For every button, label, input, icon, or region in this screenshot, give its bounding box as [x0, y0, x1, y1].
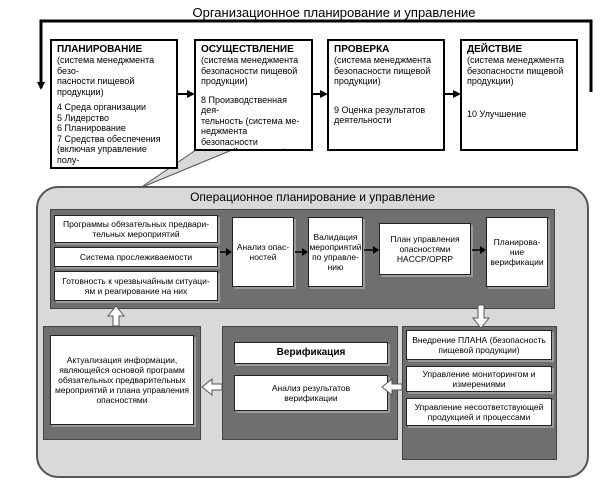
- check-heading: ПРОВЕРКА: [334, 44, 390, 55]
- cycle-arrow-top: [37, 19, 593, 92]
- validation-box: Валидация мероприятий по управле- нию: [308, 217, 363, 287]
- update-information-box: Актуализация информации, являющейся осно…: [50, 335, 194, 425]
- plan-subtitle: (система менеджмента безо- пасности пище…: [57, 55, 155, 97]
- act-subtitle: (система менеджмента безопасности пищево…: [467, 55, 565, 86]
- nonconformity-control-box: Управление несоответствующей продукцией …: [406, 398, 552, 426]
- do-box: ОСУЩЕСТВЛЕНИЕ (система менеджмента безоп…: [194, 39, 313, 151]
- verification-planning-box: Планирова- ние верификации: [486, 217, 548, 287]
- act-items: 10 Улучшение: [467, 108, 527, 119]
- do-heading: ОСУЩЕСТВЛЕНИЕ: [201, 44, 294, 55]
- prerequisite-programs-box: Программы обязательных предвари- тельных…: [54, 215, 218, 243]
- do-items: 8 Производственная дея- тельность (систе…: [201, 94, 300, 150]
- traceability-box: Система прослеживаемости: [54, 247, 218, 267]
- check-box: ПРОВЕРКА (система менеджмента безопаснос…: [327, 39, 445, 151]
- do-subtitle: (система менеджмента безопасности пищево…: [201, 55, 299, 86]
- operational-title: Операционное планирование и управление: [190, 190, 435, 204]
- org-planning-title: Организационное планирование и управлени…: [192, 5, 476, 20]
- act-box: ДЕЙСТВИЕ (система менеджмента безопаснос…: [460, 39, 578, 151]
- verification-box: Верификация: [234, 342, 388, 364]
- monitoring-control-box: Управление мониторингом и измерениями: [406, 366, 552, 392]
- plan-implementation-box: Внедрение ПЛАНА (безопасность пищевой пр…: [406, 330, 552, 360]
- check-items: 9 Оценка результатов деятельности: [334, 104, 426, 126]
- verification-analysis-box: Анализ результатов верификации: [234, 375, 388, 411]
- plan-heading: ПЛАНИРОВАНИЕ: [57, 44, 143, 55]
- hazard-analysis-box: Анализ опас- ностей: [232, 217, 294, 287]
- act-heading: ДЕЙСТВИЕ: [467, 44, 523, 55]
- emergency-preparedness-box: Готовность к чрезвычайным ситуаци- ям и …: [54, 271, 218, 301]
- check-subtitle: (система менеджмента безопасности пищево…: [334, 55, 432, 86]
- haccp-plan-box: План управления опасностями HACCP/OPRP: [379, 223, 471, 275]
- plan-box: ПЛАНИРОВАНИЕ (система менеджмента безо- …: [50, 39, 178, 169]
- plan-items: 4 Среда организации 5 Лидерство 6 Планир…: [57, 102, 161, 167]
